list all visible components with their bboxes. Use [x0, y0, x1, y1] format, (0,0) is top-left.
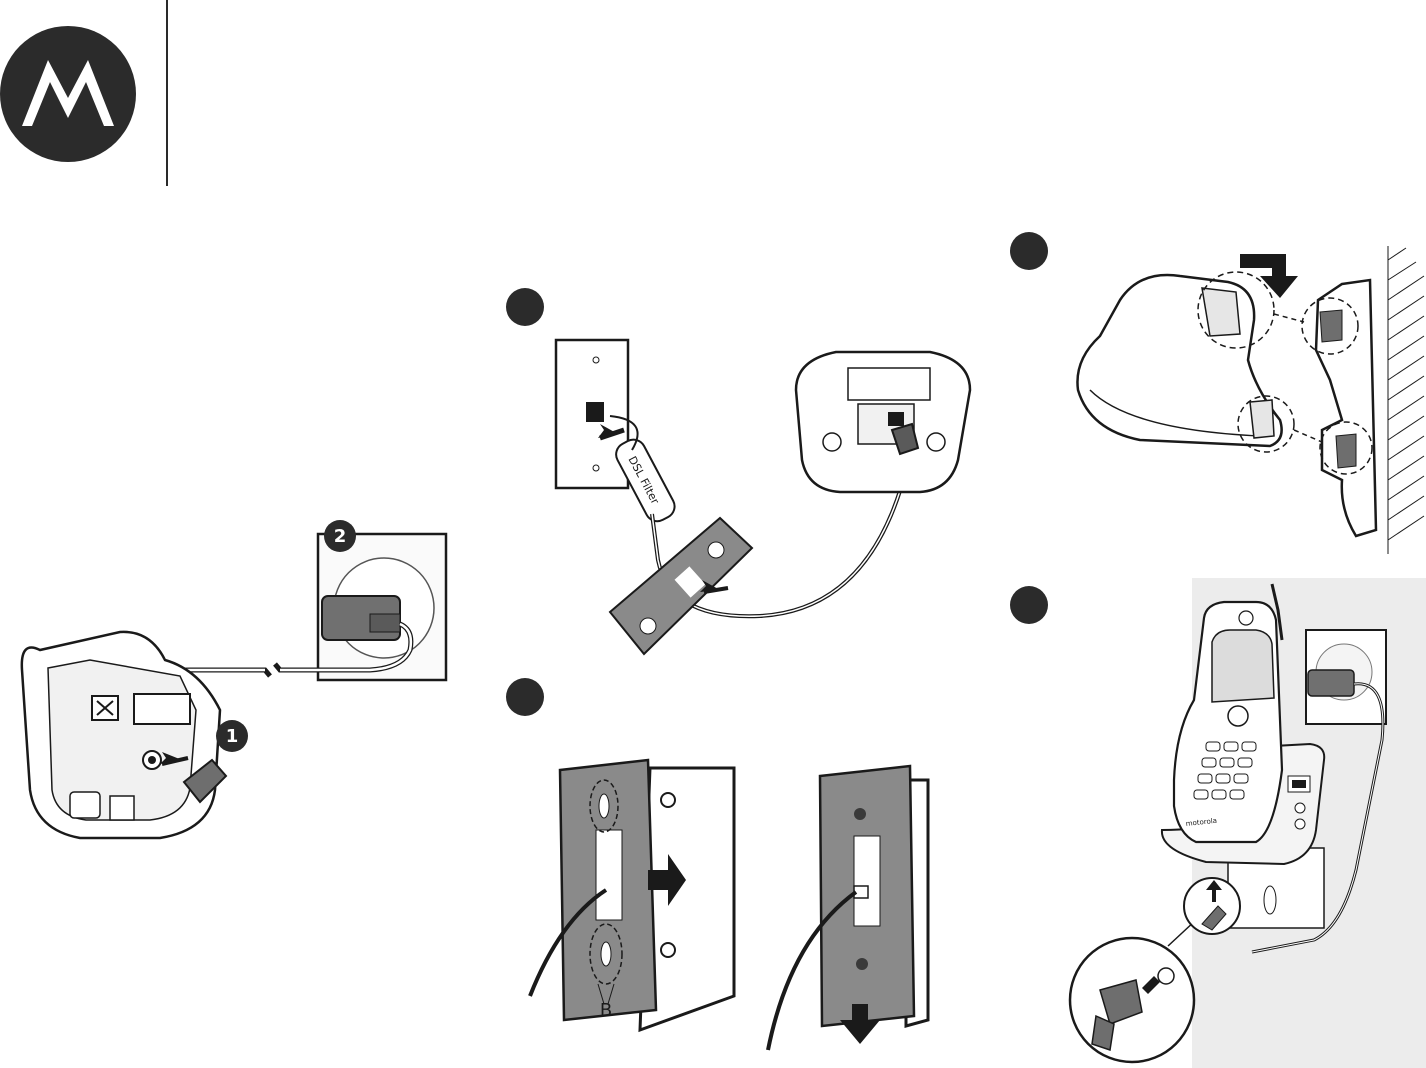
header-divider	[166, 0, 168, 186]
base-power-illustration	[0, 520, 470, 850]
callout-1: 1	[216, 720, 248, 752]
step-badge-b	[506, 678, 544, 716]
motorola-batwing-logo-icon	[0, 26, 136, 162]
step-badge-c	[1010, 232, 1048, 270]
callout-2: 2	[324, 520, 356, 552]
plate-label-b: B	[600, 1000, 612, 1021]
mounting-plate-illustration: B	[520, 740, 950, 1060]
mounted-handset-illustration: motorola	[1066, 580, 1426, 1068]
phone-line-illustration: DSL Filter	[540, 330, 970, 670]
step-badge-a	[506, 288, 544, 326]
callout-1-number: 1	[226, 726, 239, 747]
step-badge-d	[1010, 586, 1048, 624]
callout-2-number: 2	[334, 526, 347, 547]
wall-attach-illustration	[1060, 240, 1426, 560]
